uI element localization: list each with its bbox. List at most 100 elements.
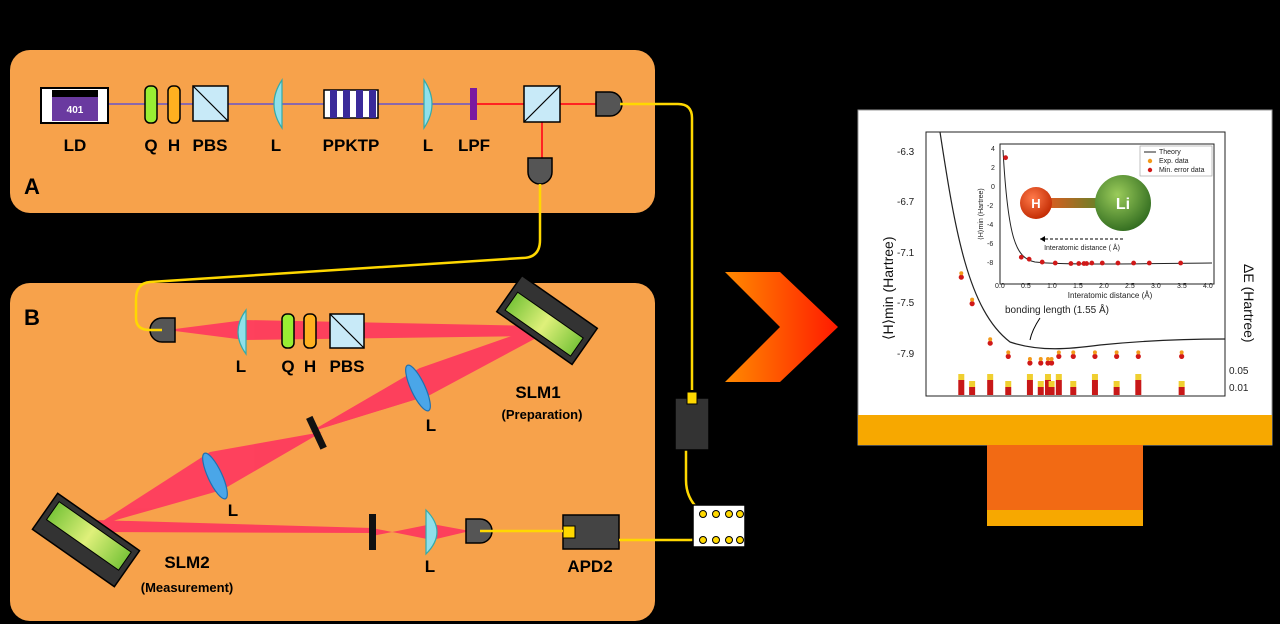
- error-bar-3: [987, 380, 994, 395]
- li-atom: [1095, 175, 1151, 231]
- slm1-label: SLM1: [515, 383, 560, 402]
- error-bar-14: [1178, 387, 1185, 395]
- inset-point-11: [1115, 260, 1121, 266]
- h-atom-label: H: [1031, 196, 1040, 211]
- inset-legend: Theory Exp. data Min. error data: [1139, 145, 1213, 177]
- pbs-label-a: PBS: [193, 136, 228, 155]
- inset-y-tick-4: -2: [987, 203, 993, 210]
- error-bar-cap-11: [1091, 374, 1098, 380]
- lpf-label: LPF: [458, 136, 490, 155]
- inset-point-6: [1076, 261, 1082, 266]
- y2-tick-2: 0.01: [1229, 383, 1249, 394]
- inset-y-label: ⟨H⟩min (Hartree): [977, 188, 985, 240]
- beam-splitter-a: [523, 85, 561, 123]
- main-exp-point-10: [1071, 350, 1076, 355]
- main-scatter-points: [958, 271, 1185, 366]
- ld-chip-label: 401: [67, 105, 84, 116]
- inset-y-tick-6: -6: [987, 241, 993, 248]
- iris-1: [306, 415, 327, 450]
- inset-point-3: [1039, 259, 1045, 265]
- error-bar-9: [1055, 380, 1062, 395]
- main-point-11: [1092, 353, 1098, 359]
- monitor-chin: [858, 415, 1272, 445]
- inset-x-tick-5: 2.0: [1099, 283, 1109, 290]
- ppktp-label: PPKTP: [323, 136, 380, 155]
- main-exp-point-1: [959, 271, 964, 276]
- theory-curve: [939, 131, 1226, 350]
- lens-b-1: [237, 308, 247, 356]
- y-tick-1: -6.3: [897, 147, 915, 158]
- hwp-a: [167, 85, 181, 124]
- l-label-b4: L: [425, 557, 435, 576]
- error-bar-cap-2: [969, 381, 976, 387]
- main-exp-point-13: [1136, 350, 1141, 355]
- lens-b-3: [202, 452, 228, 500]
- inset-y-tick-7: -8: [987, 260, 993, 267]
- fiber-coupler-a-right: [595, 91, 623, 117]
- slm2-sublabel: (Measurement): [141, 580, 233, 595]
- inset-x-ticks: 0.0 0.5 1.0 1.5 2.0 2.5 3.0 3.5 4.0: [995, 283, 1213, 290]
- y-tick-4: -7.5: [897, 298, 915, 309]
- y2-axis-label: ΔE (Hartree): [1241, 264, 1257, 343]
- main-exp-point-14: [1179, 350, 1184, 355]
- slm2-device: [31, 492, 141, 588]
- error-bar-cap-1: [958, 374, 965, 380]
- main-point-14: [1179, 353, 1185, 359]
- inset-y-ticks: 4 2 0 -2 -4 -6 -8: [987, 146, 995, 267]
- slm1-device: [495, 274, 599, 366]
- qwp-a: [144, 85, 158, 124]
- fiber-coupler-b-input: [149, 317, 176, 343]
- error-bar-cap-5: [1026, 374, 1033, 380]
- y-tick-3: -7.1: [897, 248, 915, 259]
- panel-a-background: [10, 50, 655, 213]
- laser-diode: 401: [40, 87, 109, 124]
- inset-x-tick-3: 1.0: [1047, 283, 1057, 290]
- error-bar-12: [1113, 387, 1120, 395]
- panel-b-letter: B: [24, 305, 40, 330]
- bonding-annotation: bonding length (1.55 Å): [1005, 303, 1109, 316]
- h-label-b: H: [304, 357, 316, 376]
- lens-b-2: [405, 364, 431, 412]
- l-label-b3: L: [228, 501, 238, 520]
- main-exp-point-11: [1092, 350, 1097, 355]
- inset-x-tick-9: 4.0: [1203, 283, 1213, 290]
- pbs-label-b: PBS: [330, 357, 365, 376]
- l-label-a1: L: [271, 136, 281, 155]
- h-atom: [1020, 187, 1052, 219]
- inset-scatter-points: [1003, 155, 1184, 266]
- main-exp-point-3: [988, 337, 993, 342]
- inset-y-tick-1: 4: [991, 146, 995, 153]
- main-point-8: [1049, 360, 1055, 366]
- main-point-9: [1056, 353, 1062, 359]
- inset-y-tick-2: 2: [991, 165, 995, 172]
- annotation-arrow: [1029, 317, 1041, 341]
- error-bars: [958, 374, 1185, 395]
- error-bar-11: [1091, 380, 1098, 395]
- error-bar-4: [1005, 387, 1012, 395]
- main-exp-point-8: [1049, 357, 1054, 361]
- main-exp-point-7: [1045, 357, 1050, 361]
- error-bar-cap-3: [987, 374, 994, 380]
- error-bar-13: [1135, 380, 1142, 395]
- ppktp-crystal: [323, 89, 379, 119]
- apd2-detector: [562, 514, 620, 550]
- lens-a-2: [423, 78, 433, 130]
- main-point-6: [1038, 360, 1044, 366]
- error-bar-2: [969, 387, 976, 395]
- panel-a-letter: A: [24, 174, 40, 199]
- inset-y-tick-5: -4: [987, 222, 993, 229]
- inset-point-4: [1052, 260, 1058, 266]
- lens-a-1: [273, 78, 283, 130]
- error-bar-8: [1048, 387, 1055, 395]
- legend-min-error: Min. error data: [1159, 167, 1205, 174]
- l-label-b2: L: [426, 416, 436, 435]
- ld-label: LD: [64, 136, 87, 155]
- l-label-a2: L: [423, 136, 433, 155]
- inset-point-8: [1084, 261, 1089, 266]
- q-label-a: Q: [144, 136, 157, 155]
- inset-point-2: [1026, 256, 1032, 262]
- error-bar-cap-7: [1044, 374, 1051, 380]
- pbs-b: [329, 313, 365, 349]
- error-bar-6: [1037, 387, 1044, 395]
- hli-molecule: H Li Interatomic distance ( Å): [1020, 175, 1151, 252]
